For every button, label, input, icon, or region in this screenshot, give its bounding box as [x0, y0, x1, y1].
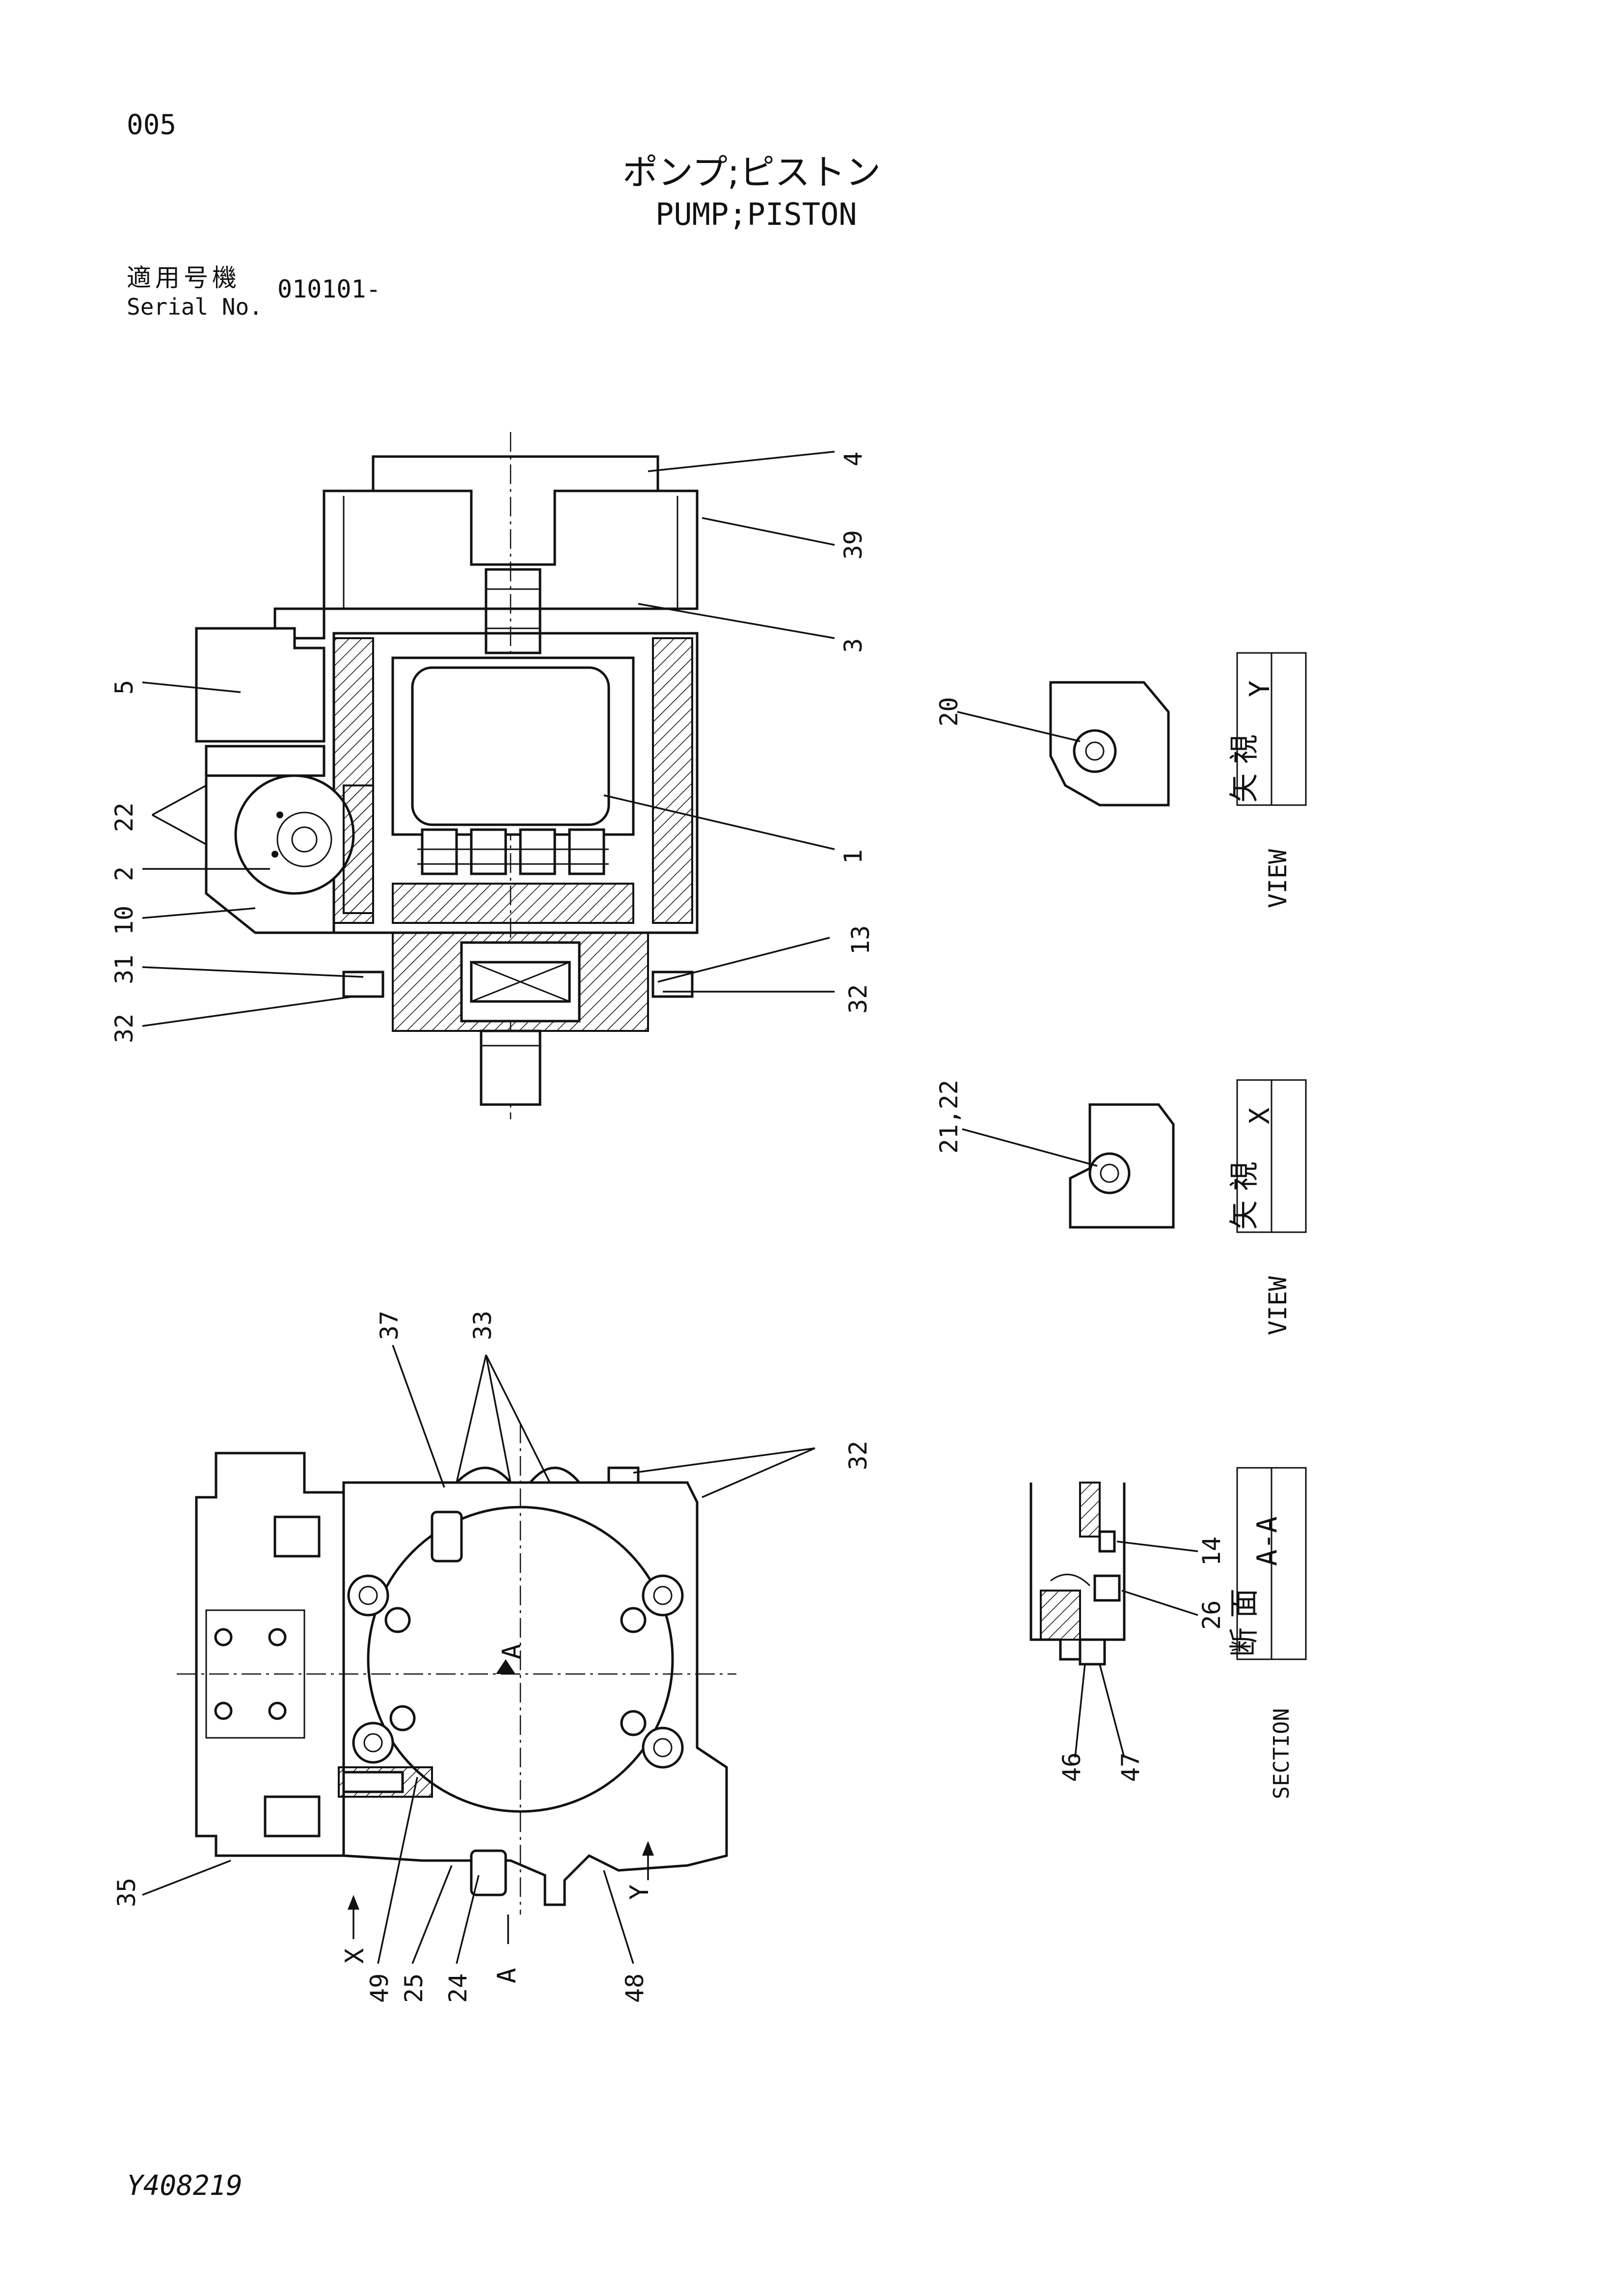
callout-35: 35: [112, 1878, 141, 1907]
page-number: 005: [127, 109, 177, 141]
callout-33: 33: [468, 1311, 497, 1340]
view-x-letter: X: [1244, 1107, 1276, 1124]
callout-5: 5: [110, 680, 138, 695]
callout-13: 13: [846, 925, 875, 955]
callout-26: 26: [1197, 1600, 1226, 1630]
view-y-label-jp: 矢 視: [1227, 734, 1262, 803]
view-x-label-jp: 矢 視: [1227, 1162, 1262, 1230]
callout-31: 31: [110, 955, 138, 984]
pistons: [417, 828, 609, 875]
section-a-a: 14 26 46 47 断 面 SECTION A-A: [1029, 1467, 1307, 1799]
drawing-number: Y408219: [127, 2170, 243, 2202]
view-y-label-en: VIEW: [1264, 849, 1292, 908]
section-letter: A-A: [1251, 1516, 1283, 1566]
bottom-view-callouts: 37 33 32 35 49 25 24 48 X A A Y: [112, 1311, 872, 2003]
main-section-view: [195, 432, 699, 1119]
a-arrow-label-bottom: A: [492, 1968, 522, 1983]
bottom-end-view: [177, 1424, 736, 1915]
view-x-label-en: VIEW: [1264, 1276, 1292, 1335]
callout-4: 4: [839, 452, 867, 466]
callout-10: 10: [110, 906, 138, 935]
x-arrow-label: X: [340, 1948, 370, 1964]
callout-24: 24: [444, 1973, 472, 2003]
callout-47: 47: [1116, 1753, 1145, 1782]
callout-3: 3: [839, 638, 867, 653]
callout-37: 37: [375, 1311, 404, 1340]
a-arrow-label-center: A: [497, 1644, 527, 1659]
callout-32-bottom: 32: [844, 1441, 872, 1470]
callout-1: 1: [839, 849, 867, 864]
title-english: PUMP;PISTON: [655, 196, 857, 232]
main-view-callouts: 4 39 3 1 13 32 5 22 2 10 31 32: [110, 451, 875, 1043]
callout-32-right: 32: [844, 984, 872, 1014]
view-y-letter: Y: [1244, 680, 1276, 697]
callout-39: 39: [839, 530, 867, 560]
callout-32-left: 32: [110, 1014, 138, 1043]
view-y: 20 矢 視 VIEW Y: [935, 652, 1307, 908]
serial-value: 010101-: [277, 275, 381, 303]
callout-20: 20: [935, 697, 963, 727]
view-x: 21,22 矢 視 VIEW X: [935, 1079, 1307, 1335]
section-label-en: SECTION: [1269, 1708, 1294, 1799]
callout-2: 2: [110, 866, 138, 881]
callout-46: 46: [1057, 1753, 1086, 1782]
callout-21-22: 21,22: [935, 1080, 963, 1154]
serial-label-english: Serial No.: [127, 294, 263, 320]
callout-14: 14: [1197, 1537, 1226, 1566]
y-arrow-label: Y: [625, 1885, 654, 1900]
title-japanese: ポンプ;ピストン: [623, 152, 881, 193]
callout-49: 49: [365, 1973, 394, 2003]
callout-48: 48: [621, 1973, 649, 2003]
callout-22: 22: [110, 803, 138, 832]
serial-label-japanese: 適用号機: [127, 264, 241, 292]
callout-25: 25: [400, 1973, 428, 2003]
section-label-jp: 断 面: [1227, 1589, 1262, 1657]
